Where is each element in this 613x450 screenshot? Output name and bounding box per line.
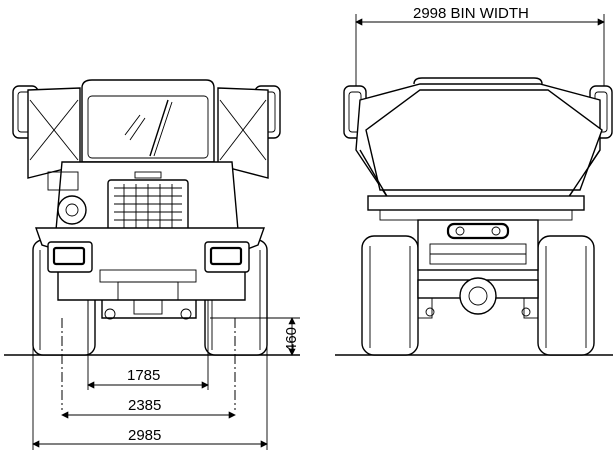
differential	[459, 277, 497, 315]
ground-clearance-dimension: 460	[210, 317, 300, 356]
outer-track-value: 2385	[128, 397, 161, 414]
left-round-fitting	[57, 195, 87, 225]
rear-left-tyre	[361, 235, 419, 356]
front-view	[12, 79, 281, 356]
outer-track-dimension: 2385	[61, 397, 236, 419]
inner-track-dimension: 1785	[87, 367, 209, 389]
rear-beam	[367, 195, 585, 211]
rear-right-tyre	[537, 235, 595, 356]
overall-width-dimension: 2985	[32, 427, 268, 448]
bin-width-dimension: 2998 BIN WIDTH	[355, 5, 605, 90]
tailgate	[365, 89, 603, 191]
inner-track-value: 1785	[127, 367, 160, 384]
ground-clearance-value: 460	[283, 327, 300, 352]
rear-view: 2998 BIN WIDTH	[343, 5, 613, 356]
right-bin-side	[217, 87, 269, 179]
overall-width-value: 2985	[128, 427, 161, 444]
rear-cab-roof	[413, 77, 543, 85]
cab	[81, 79, 215, 163]
rear-axle	[417, 219, 539, 319]
badge	[134, 171, 162, 179]
wiper	[149, 99, 169, 157]
windscreen	[87, 95, 209, 159]
bin-width-label: 2998 BIN WIDTH	[413, 5, 529, 22]
